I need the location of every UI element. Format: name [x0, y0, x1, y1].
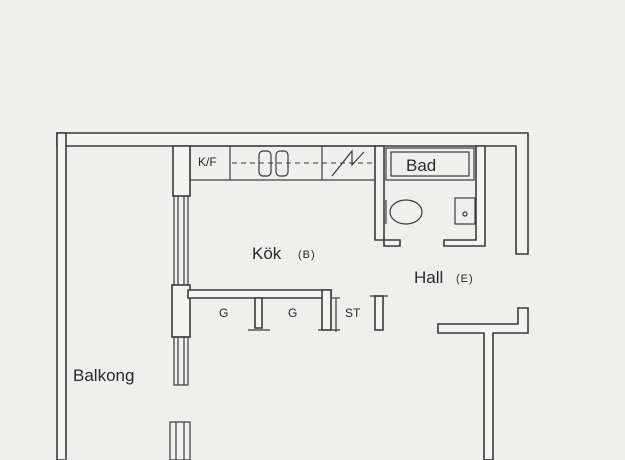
wardrobe-left-label: G [219, 306, 228, 320]
bathroom [385, 145, 486, 247]
wardrobe-right-label: G [288, 306, 297, 320]
bathtub [385, 147, 475, 181]
hall-code: (E) [456, 273, 474, 285]
kitchen-left-wall-top [172, 145, 191, 197]
balcony-label: Balkong [73, 366, 134, 385]
balcony-window-column [169, 195, 191, 460]
fridge-freezer-label: K/F [198, 155, 217, 169]
stove-icon [331, 149, 365, 177]
kitchen-code: (B) [298, 249, 316, 261]
kitchen-label: Kök [252, 244, 282, 263]
balcony-left-wall [56, 132, 67, 460]
wardrobe-wall [187, 289, 388, 332]
hall-label: Hall [414, 268, 443, 287]
storage-label: ST [345, 306, 361, 320]
sink-icon [258, 150, 289, 177]
hall-right-wall [437, 307, 529, 460]
toilet-icon [389, 199, 423, 225]
bathroom-label: Bad [406, 156, 436, 175]
washbasin-icon [454, 197, 476, 225]
kitchen-bath-wall [374, 145, 401, 247]
